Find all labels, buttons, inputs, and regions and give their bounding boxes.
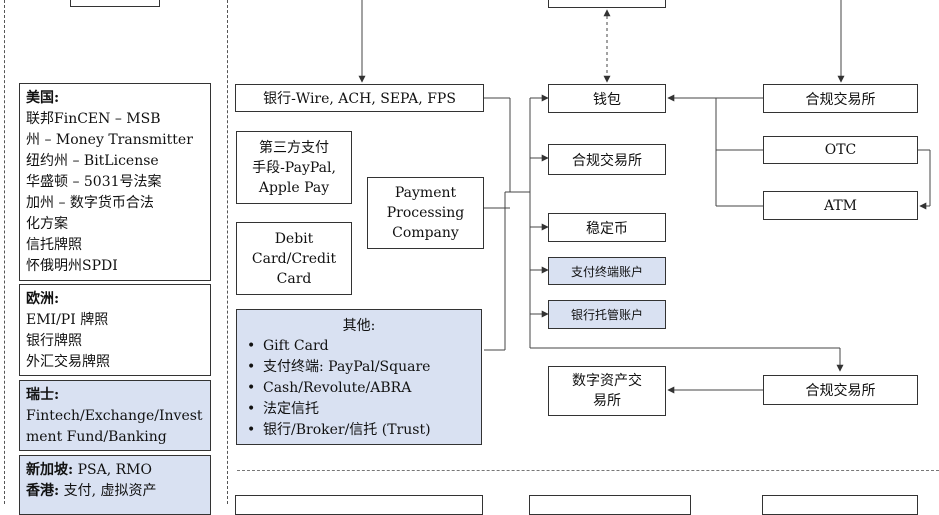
singapore-text: PSA, RMO [73, 462, 152, 478]
third-party-label-line: Apple Pay [258, 179, 330, 196]
europe-line: EMI/PI 牌照 [26, 312, 109, 328]
usa-license-box: 美国: 联邦FinCEN – MSB 州 – Money Transmitter… [19, 83, 211, 281]
connector-lines [358, 0, 931, 394]
otc-label: OTC [824, 142, 857, 158]
europe-title: 欧洲: [26, 291, 60, 307]
bank-wire-box: 银行-Wire, ACH, SEPA, FPS [235, 84, 484, 112]
bottom-box-cropped-1 [235, 495, 483, 515]
stablecoin-label: 稳定币 [586, 220, 628, 237]
singapore-hk-license-box: 新加坡: PSA, RMO 香港: 支付, 虚拟资产 [19, 455, 211, 515]
usa-line: 怀俄明州SPDI [26, 258, 118, 274]
hongkong-text: 支付, 虚拟资产 [59, 483, 157, 499]
switzerland-line: ment Fund/Banking [26, 429, 167, 445]
europe-line: 银行牌照 [26, 333, 82, 349]
bank-custody-account-box: 银行托管账户 [548, 300, 666, 329]
debit-card-label-line: Card/Credit [251, 250, 337, 267]
center-divider-dashed [227, 0, 228, 504]
others-title: 其他: [342, 318, 376, 334]
switzerland-license-box: 瑞士: Fintech/Exchange/Invest ment Fund/Ba… [19, 380, 211, 451]
ppc-label-line: Payment [394, 185, 457, 201]
bank-wire-label: 银行-Wire, ACH, SEPA, FPS [263, 91, 456, 107]
debit-card-label-line: Card [276, 270, 312, 287]
compliant-exchange-right-bottom-box: 合规交易所 [763, 375, 918, 405]
wallet-box: 钱包 [548, 84, 666, 113]
digital-asset-exchange-label-line: 易所 [593, 393, 621, 409]
ppc-label-line: Company [392, 225, 459, 241]
payment-terminal-account-label: 支付终端账户 [570, 264, 643, 279]
ppc-label-line: Processing [386, 205, 465, 221]
usa-line: 州 – Money Transmitter [26, 132, 193, 148]
wallet-label: 钱包 [593, 91, 621, 108]
third-party-label-line: 第三方支付 [259, 139, 329, 156]
usa-line: 纽约州 – BitLicense [26, 153, 159, 169]
europe-line: 外汇交易牌照 [26, 354, 110, 370]
left-divider-dashed [4, 0, 5, 504]
bottom-box-cropped-3 [762, 495, 918, 515]
third-party-label-line: 手段-PayPal, [252, 159, 336, 176]
usa-line: 加州 – 数字货币合法 [26, 195, 154, 211]
others-item: Gift Card [247, 336, 481, 357]
payment-terminal-account-box: 支付终端账户 [548, 257, 666, 285]
otc-box: OTC [763, 136, 918, 164]
singapore-title: 新加坡: [26, 462, 74, 478]
compliant-exchange-right-top-label: 合规交易所 [805, 91, 876, 108]
usa-line: 信托牌照 [26, 237, 82, 253]
payment-processing-company-box: Payment Processing Company [367, 177, 484, 249]
third-party-payment-box: 第三方支付 手段-PayPal, Apple Pay [236, 131, 352, 204]
compliant-exchange-right-top-box: 合规交易所 [763, 84, 918, 113]
bottom-box-cropped-2 [529, 495, 691, 515]
compliant-exchange-mid-label: 合规交易所 [572, 152, 642, 169]
others-item: Cash/Revolute/ABRA [247, 378, 481, 399]
usa-title: 美国: [26, 90, 60, 106]
stablecoin-box: 稳定币 [548, 213, 666, 242]
atm-label: ATM [823, 197, 858, 214]
top-center-box-cropped [548, 0, 666, 8]
usa-line: 华盛顿 – 5031号法案 [26, 174, 162, 190]
atm-box: ATM [763, 191, 918, 220]
others-item: 支付终端: PayPal/Square [247, 357, 481, 378]
bottom-divider-dashed [237, 470, 939, 471]
debit-card-label-line: Debit [274, 230, 314, 247]
others-box: 其他: Gift Card 支付终端: PayPal/Square Cash/R… [236, 309, 482, 445]
top-left-box-cropped [70, 0, 160, 7]
switzerland-title: 瑞士: [26, 387, 60, 403]
others-item: 银行/Broker/信托 (Trust) [247, 420, 481, 441]
usa-line: 联邦FinCEN – MSB [26, 111, 161, 127]
compliant-exchange-right-bottom-label: 合规交易所 [805, 383, 876, 399]
compliant-exchange-mid-box: 合规交易所 [548, 144, 666, 175]
europe-license-box: 欧洲: EMI/PI 牌照 银行牌照 外汇交易牌照 [19, 284, 211, 376]
others-item: 法定信托 [247, 399, 481, 420]
switzerland-line: Fintech/Exchange/Invest [26, 408, 203, 424]
digital-asset-exchange-label-line: 数字资产交 [572, 373, 642, 389]
debit-credit-card-box: Debit Card/Credit Card [236, 222, 352, 295]
digital-asset-exchange-box: 数字资产交 易所 [548, 366, 666, 416]
usa-line: 化方案 [26, 216, 68, 232]
bank-custody-account-label: 银行托管账户 [570, 308, 643, 322]
hongkong-title: 香港: [26, 483, 60, 499]
